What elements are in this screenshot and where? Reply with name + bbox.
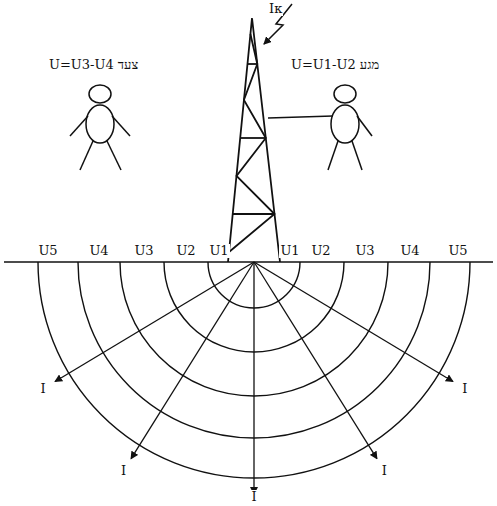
current-rays — [55, 262, 453, 494]
current-label: I — [120, 464, 127, 478]
potential-label: U4 — [88, 244, 109, 258]
potential-label: U1 — [279, 244, 300, 258]
potential-label: U3 — [133, 244, 154, 258]
current-label: Iк — [268, 2, 283, 16]
person-right — [268, 85, 372, 170]
current-arrow — [254, 262, 377, 459]
tower-crossbar — [240, 137, 266, 139]
current-arrow — [55, 262, 254, 382]
potential-label: U5 — [447, 244, 468, 258]
potential-label: U4 — [399, 244, 420, 258]
touch-voltage-label: מגע U=U1-U2 — [290, 58, 380, 72]
current-arrow — [131, 262, 254, 459]
ground-line — [4, 261, 493, 263]
tower-crossbar — [248, 63, 258, 65]
tower-crossbar — [233, 213, 275, 215]
potential-label: U3 — [354, 244, 375, 258]
potential-label: U1 — [208, 244, 229, 258]
current-label: I — [40, 382, 47, 396]
current-label: I — [250, 490, 257, 504]
step-voltage-label: צעד U=U3-U4 — [48, 58, 139, 72]
tower — [228, 18, 280, 262]
current-label: I — [461, 382, 468, 396]
potential-label: U2 — [310, 244, 331, 258]
potential-label: U5 — [37, 244, 58, 258]
current-arrow — [253, 262, 254, 494]
person-left — [70, 85, 130, 170]
potential-label: U2 — [175, 244, 196, 258]
tower-lattice — [229, 34, 275, 252]
current-label: I — [381, 464, 388, 478]
current-arrow — [254, 262, 453, 382]
